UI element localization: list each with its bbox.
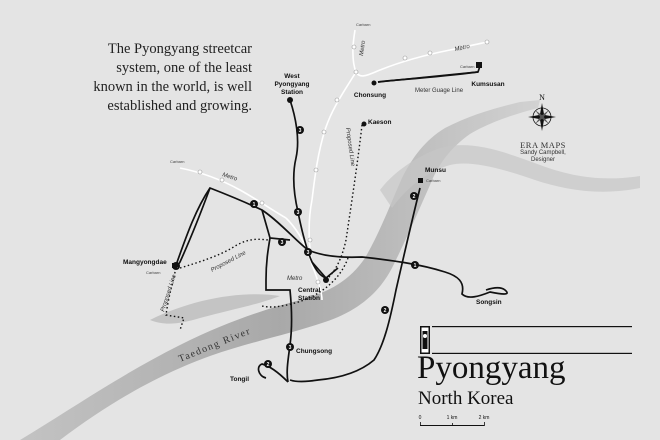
svg-text:2: 2 — [413, 194, 416, 200]
north-korea-flag-icon — [420, 326, 632, 354]
svg-text:3: 3 — [281, 240, 284, 246]
label-west-pyongyang: West — [284, 73, 300, 80]
label-chonsung: Chonsung — [354, 92, 386, 99]
svg-text:Metro: Metro — [359, 40, 367, 57]
svg-text:1 km: 1 km — [447, 415, 458, 421]
route-badge: 1 — [250, 200, 258, 208]
carbarn-labels: Carbarn Carbarn Carbarn Carbarn Carbarn — [146, 22, 474, 275]
route-badge: 2 — [264, 360, 272, 368]
compass-rose-icon: N — [528, 93, 556, 131]
svg-text:Metro: Metro — [287, 276, 303, 282]
credit-name: ERA MAPS — [520, 140, 566, 150]
svg-text:3: 3 — [289, 345, 292, 351]
svg-text:Carbarn: Carbarn — [426, 178, 440, 183]
svg-text:3: 3 — [307, 250, 310, 256]
metro-stations — [197, 39, 490, 285]
svg-text:Metro: Metro — [221, 172, 238, 183]
label-mangyongdae: Mangyongdae — [123, 259, 167, 266]
svg-text:Metro: Metro — [454, 44, 471, 53]
svg-text:2: 2 — [384, 308, 387, 314]
route-badge: 2 — [381, 306, 389, 314]
route-badge: 3 — [286, 343, 294, 351]
route-badge: 3 — [304, 248, 312, 256]
taedong-river — [20, 100, 640, 440]
label-tongil: Tongil — [230, 376, 249, 383]
svg-text:Pyongyang: Pyongyang — [274, 81, 309, 88]
svg-text:1: 1 — [253, 202, 256, 208]
label-kumsusan: Kumsusan — [471, 81, 504, 88]
credit-line2: Designer — [530, 157, 555, 163]
label-central-station: Central — [298, 287, 321, 294]
label-songsin: Songsin — [476, 299, 502, 306]
svg-text:1: 1 — [414, 263, 417, 269]
route-badge: 3 — [296, 126, 304, 134]
credit-line1: Sandy Campbell, — [520, 150, 566, 156]
label-kaeson: Kaeson — [368, 119, 392, 126]
svg-text:Station: Station — [298, 295, 320, 302]
svg-text:N: N — [539, 93, 545, 102]
svg-text:Station: Station — [281, 89, 303, 96]
route-badge: 3 — [294, 208, 302, 216]
route-badge: 1 — [411, 261, 419, 269]
svg-text:0: 0 — [419, 415, 422, 421]
place-labels: West Pyongyang Station Chonsung Kumsusan… — [123, 73, 505, 383]
svg-text:Proposed Line: Proposed Line — [344, 127, 355, 167]
svg-text:Proposed Line: Proposed Line — [160, 273, 178, 312]
label-munsu: Munsu — [425, 167, 446, 174]
map-subtitle: North Korea — [418, 388, 514, 409]
station-markers — [172, 62, 482, 283]
svg-text:Meter Guage Line: Meter Guage Line — [415, 88, 464, 94]
label-chungsong: Chungsong — [296, 348, 332, 355]
intro-text: The Pyongyang streetcar system, one of t… — [93, 41, 252, 114]
svg-text:2: 2 — [267, 362, 270, 368]
route-badge: 2 — [410, 192, 418, 200]
svg-text:Carbarn: Carbarn — [170, 159, 184, 164]
proposed-lines — [165, 124, 363, 331]
svg-text:2 km: 2 km — [479, 415, 490, 421]
svg-text:3: 3 — [297, 210, 300, 216]
route-badge: 3 — [278, 238, 286, 246]
svg-text:Proposed Line: Proposed Line — [210, 250, 248, 274]
era-maps-credit: ERA MAPS Sandy Campbell, Designer — [514, 140, 572, 164]
svg-text:Carbarn: Carbarn — [460, 64, 474, 69]
svg-text:Carbarn: Carbarn — [146, 270, 160, 275]
scale-bar: 0 1 km 2 km — [419, 415, 490, 426]
svg-text:Carbarn: Carbarn — [356, 22, 370, 27]
map-title: Pyongyang — [417, 350, 566, 386]
svg-text:3: 3 — [299, 128, 302, 134]
